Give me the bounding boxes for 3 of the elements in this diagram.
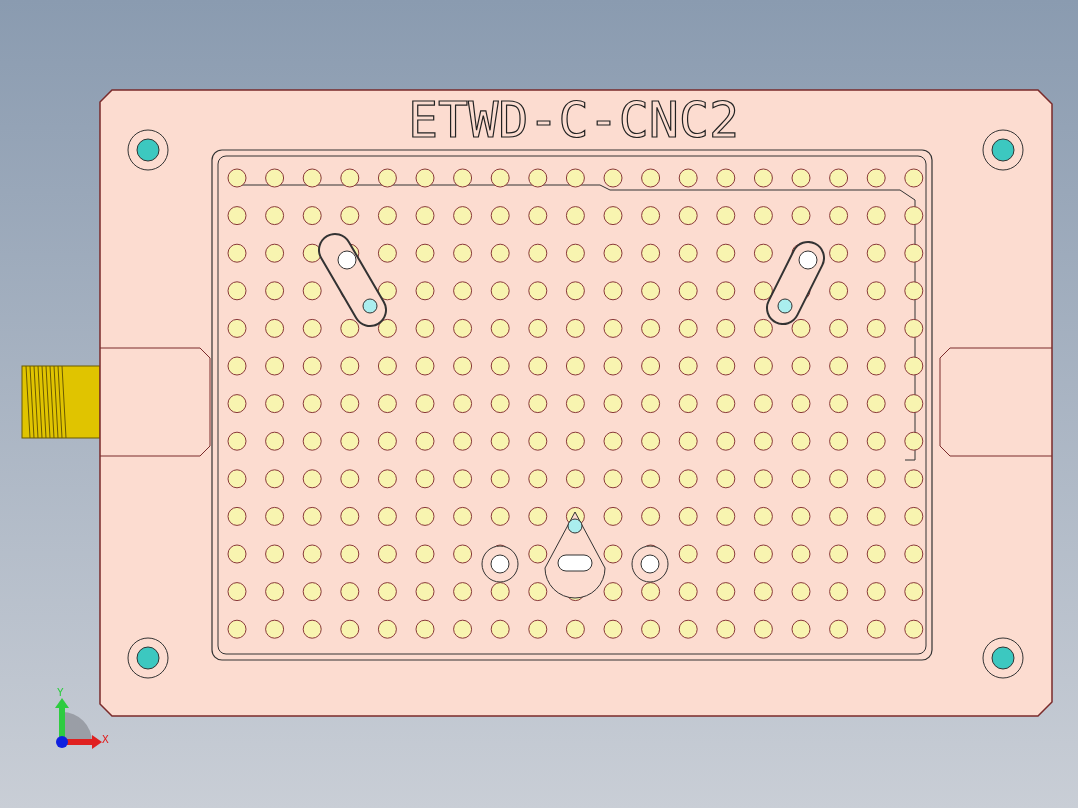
axis-label: X	[102, 733, 109, 746]
part-number-engraving: ETWD-C-CNC2	[408, 90, 740, 151]
axis-label: Y	[57, 686, 64, 699]
